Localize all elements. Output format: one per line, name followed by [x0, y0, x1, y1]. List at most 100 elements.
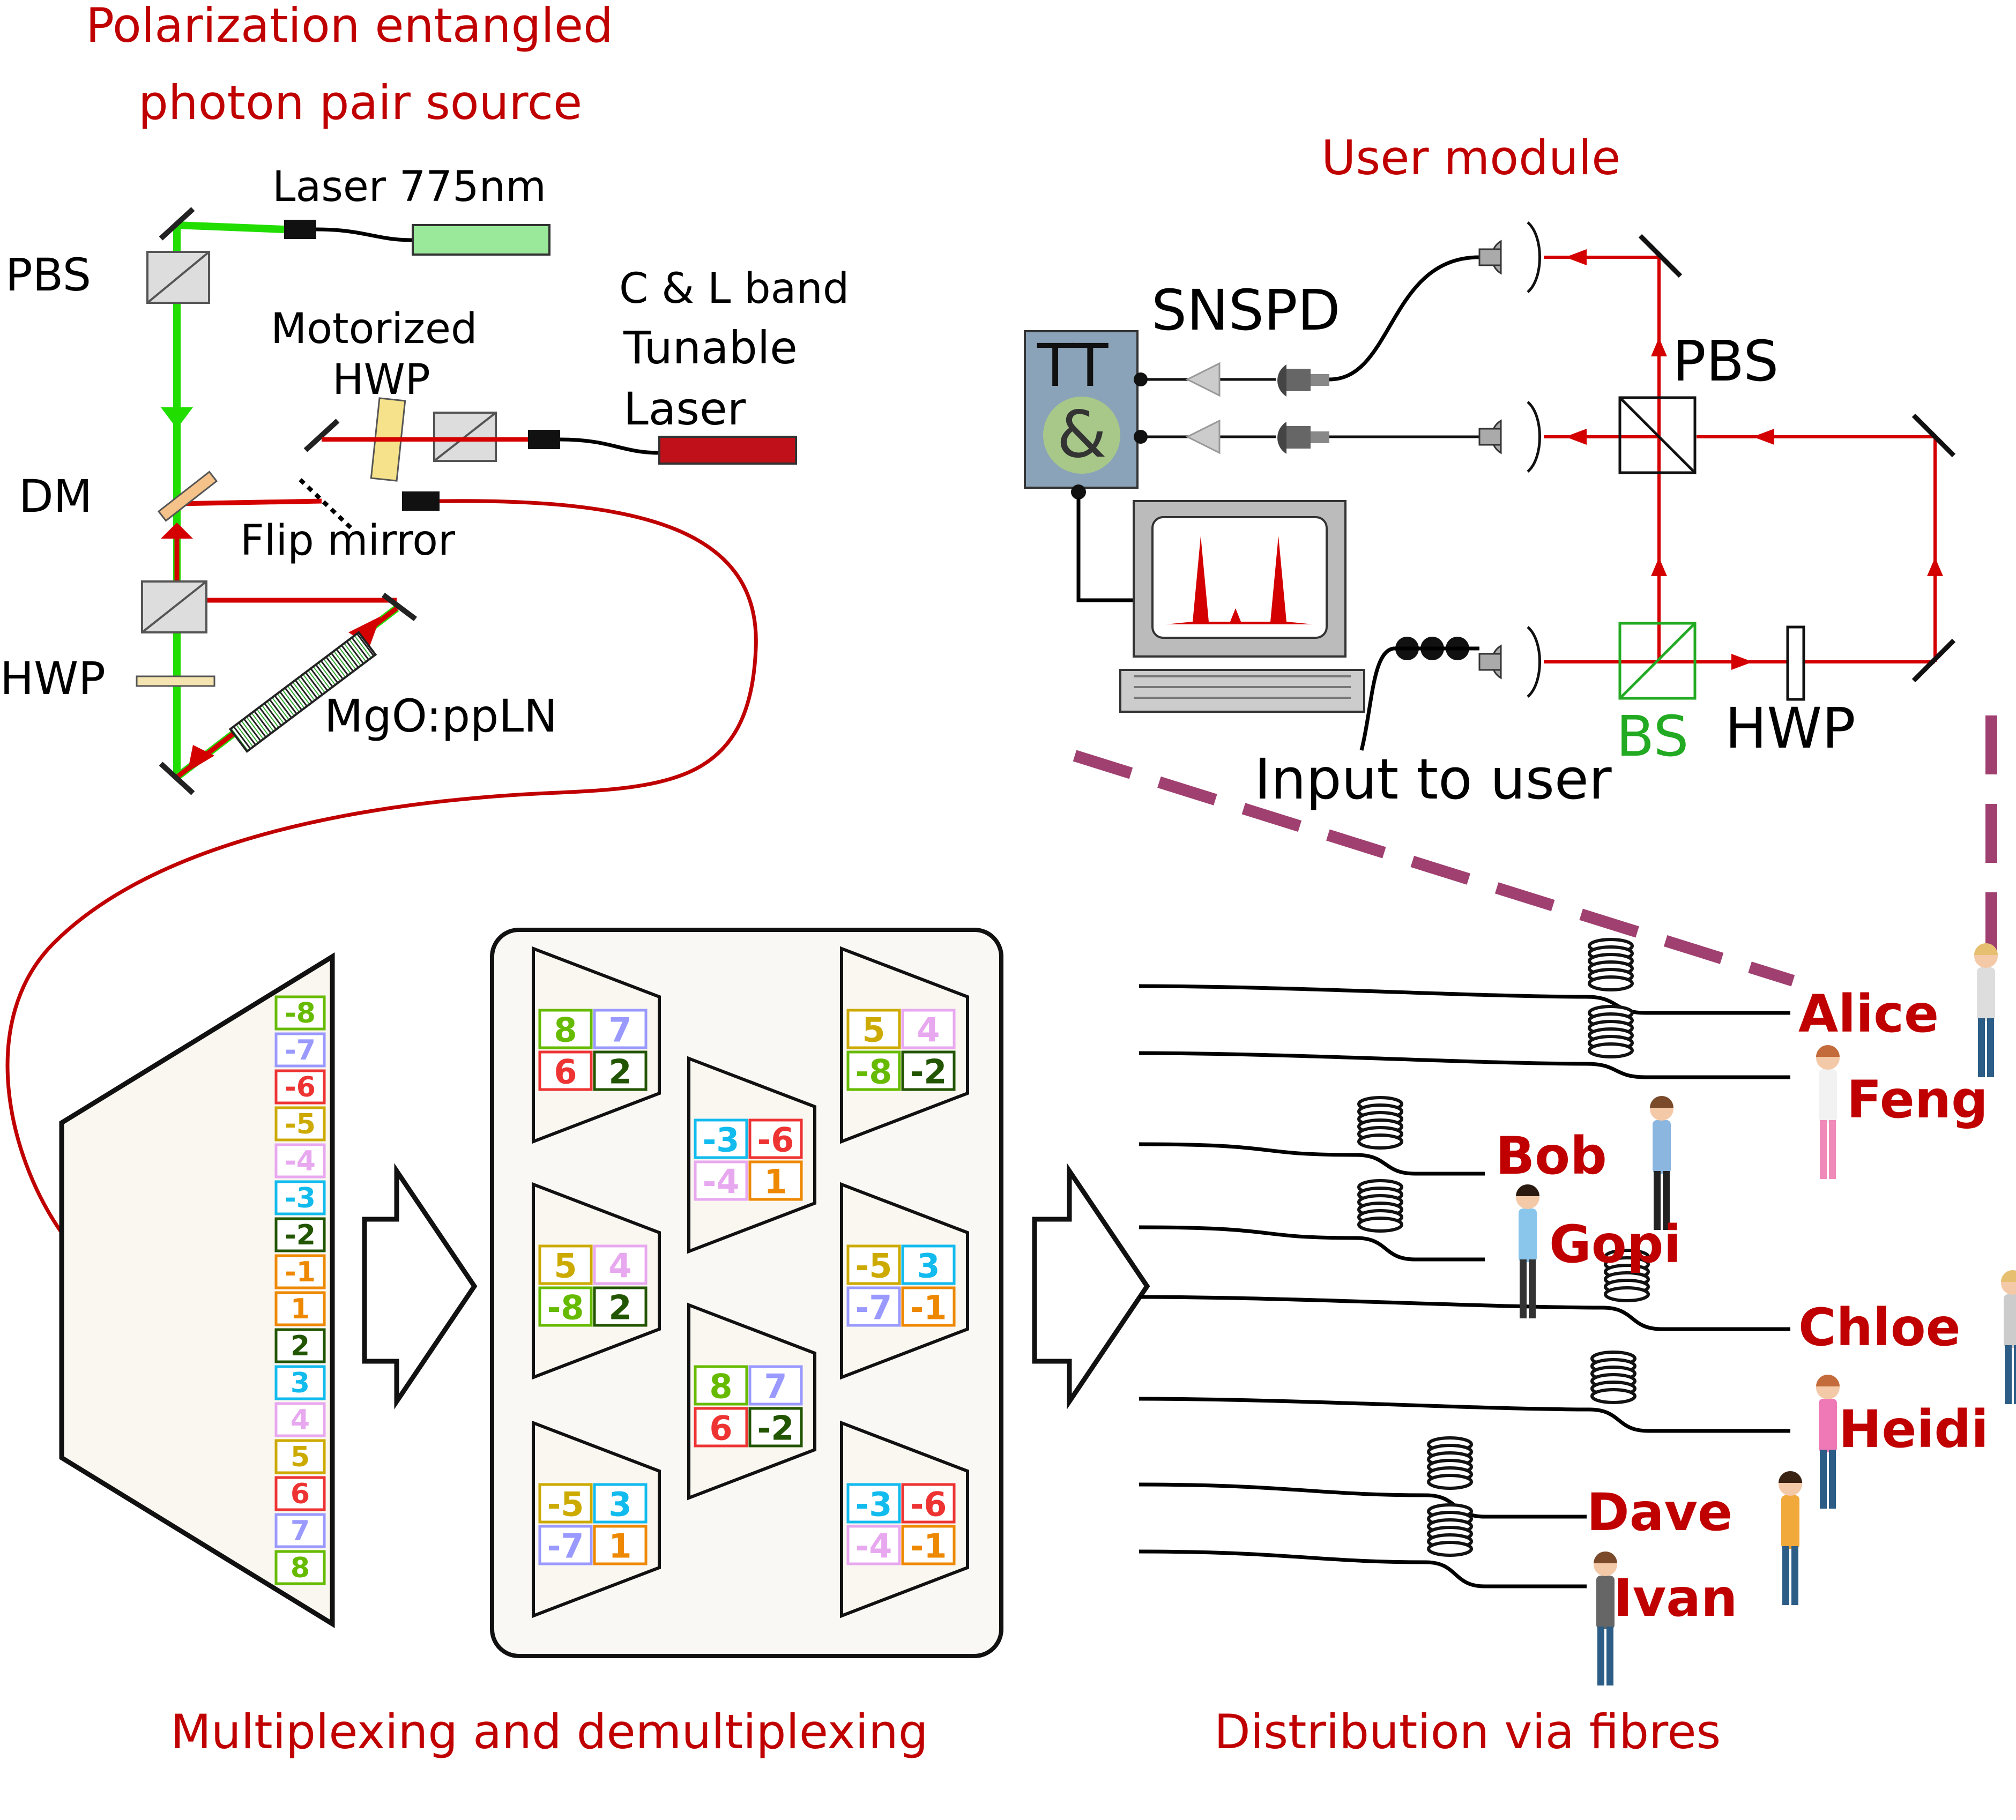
fiber-link — [1139, 1249, 1790, 1331]
mux-channel-box — [274, 1550, 326, 1585]
pbs-cube-lower-icon — [141, 580, 207, 633]
demux-channel-box — [593, 1244, 648, 1285]
fiber-path — [1139, 1482, 1587, 1519]
mux-channel-label: -5 — [285, 1108, 316, 1140]
mux-channel: 4 — [274, 1402, 326, 1437]
demux-channel-box — [846, 1525, 901, 1565]
amplifier-1-icon — [1185, 362, 1221, 397]
user-name-label: Feng — [1847, 1070, 1988, 1130]
mux-channel: -5 — [274, 1106, 326, 1142]
dichroic-mirror-icon — [157, 471, 218, 522]
fiber-link — [1139, 1436, 1587, 1519]
collimator-2-icon — [1478, 401, 1541, 473]
mux-channel-box — [274, 1365, 326, 1400]
polarization-controller-icon — [1395, 637, 1469, 660]
distribution-title: Distribution via fibres — [1214, 1704, 1721, 1759]
user-name-label: Heidi — [1839, 1399, 1989, 1459]
demux-channel-label: 2 — [608, 1288, 631, 1327]
mux-channel-box — [274, 1180, 326, 1215]
user-module: User module TT & SNSPD — [1024, 130, 1956, 812]
user-hwp-label: HWP — [1725, 696, 1856, 761]
user-beam-paths — [1544, 256, 1937, 663]
pbs-cube-icon — [146, 251, 210, 304]
user-alice: Alice — [1798, 943, 1998, 1077]
user-gopi: Gopi — [1516, 1184, 1681, 1318]
demux-channel-box — [593, 1050, 648, 1091]
demux-channel-label: -6 — [910, 1485, 947, 1524]
demux-channel-label: 5 — [554, 1247, 577, 1286]
demux-channel-label: -2 — [757, 1409, 794, 1448]
computer-icon — [1119, 500, 1365, 713]
person-icon — [1650, 1096, 1673, 1230]
fiber-connector-icon — [284, 220, 316, 239]
demux-channel-label: -1 — [910, 1288, 947, 1327]
fiber-path — [1139, 1295, 1790, 1331]
user-module-title: User module — [1321, 130, 1620, 185]
demux-channel-box — [593, 1286, 648, 1327]
demux-channel-label: 1 — [764, 1162, 787, 1202]
mux-channel-label: 5 — [291, 1441, 310, 1473]
demux-channel-box — [748, 1160, 803, 1201]
demux-channel-box — [538, 1244, 593, 1285]
user-pbs-icon — [1618, 396, 1697, 474]
demux-channel-box — [901, 1286, 956, 1327]
mux-channel-box — [274, 995, 326, 1031]
demux-channel-label: 6 — [709, 1409, 732, 1448]
zoom-link-dashed — [1073, 715, 1997, 987]
mux-channel-label: 4 — [291, 1404, 310, 1436]
demux-arrow-icon — [1032, 1163, 1150, 1409]
mirror-bottom-icon — [159, 762, 195, 795]
motorized-hwp-label-line2: HWP — [332, 356, 430, 404]
mux-channel-label: -2 — [285, 1219, 316, 1251]
snspd-1-icon — [1277, 364, 1329, 397]
person-icon — [2001, 1270, 2016, 1404]
source-title-line1: Polarization entangled — [86, 0, 613, 53]
mux-channel-label: -7 — [285, 1034, 316, 1066]
fiber-path — [1139, 984, 1790, 1015]
fiber-spool-icon — [1590, 1351, 1636, 1404]
demux-channel-label: 7 — [764, 1367, 787, 1406]
hwp-source-icon — [136, 675, 215, 687]
output-connector-icon — [402, 491, 440, 511]
mux-channel-box — [274, 1402, 326, 1437]
laser-775-fiber — [316, 227, 413, 242]
user-name-label: Gopi — [1549, 1214, 1681, 1274]
mux-channel: 8 — [274, 1550, 326, 1585]
demux-channel-box — [901, 1244, 956, 1285]
demux-channel-label: 2 — [608, 1053, 631, 1092]
demux-channel-box — [846, 1244, 901, 1285]
demux-channel-label: -3 — [703, 1121, 740, 1160]
beam-arrows-icon — [1565, 249, 1943, 670]
demux-channel-box — [694, 1407, 748, 1448]
laser-775-label: Laser 775nm — [272, 163, 546, 211]
user-mirror-2-icon — [1911, 413, 1956, 458]
tunable-laser-icon — [658, 436, 797, 465]
mux-channel-box — [274, 1143, 326, 1178]
demux-channel-box — [846, 1050, 901, 1091]
user-name-label: Chloe — [1798, 1297, 1961, 1357]
mux-channel-box — [274, 1513, 326, 1548]
demux-channel-box — [748, 1407, 803, 1448]
demux-channel-box — [593, 1483, 648, 1524]
demux-channel-box — [538, 1525, 593, 1565]
demux-channel-box — [748, 1118, 803, 1159]
coincidence-icon — [1043, 397, 1120, 474]
input-label: Input to user — [1254, 747, 1612, 812]
demux-filter: -3-6-4-1 — [840, 1420, 969, 1618]
user-mirror-3-icon — [1911, 638, 1956, 683]
demux-channel-label: -8 — [856, 1053, 892, 1092]
tunable-label-line1: C & L band — [619, 265, 849, 313]
demux-channel-label: 1 — [608, 1527, 631, 1566]
user-bob: Bob — [1496, 1096, 1673, 1230]
tt-port-1-icon — [1134, 372, 1148, 386]
fiber-path — [1139, 1397, 1790, 1433]
fiber-spool-icon — [1357, 1179, 1403, 1233]
mux-channel-label: -6 — [285, 1071, 316, 1103]
